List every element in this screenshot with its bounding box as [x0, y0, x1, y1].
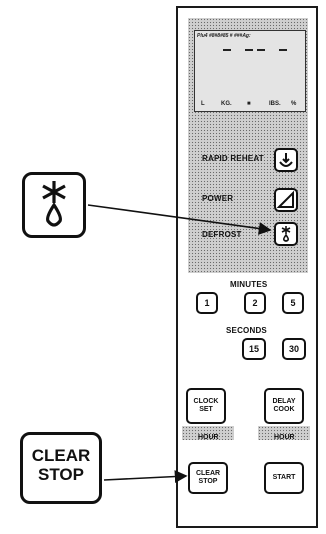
- seconds-30-button[interactable]: 30: [282, 338, 306, 360]
- snowflake-drop-icon: [42, 181, 66, 227]
- minute-1-button[interactable]: 1: [196, 292, 218, 314]
- power-button[interactable]: [274, 188, 298, 212]
- defrost-label: DEFROST: [202, 230, 242, 239]
- defrost-button[interactable]: [274, 222, 298, 246]
- snowflake-drop-icon: [281, 226, 291, 242]
- clear-callout-line1: CLEAR: [31, 446, 91, 465]
- rapid-reheat-label: RAPID REHEAT: [202, 154, 264, 163]
- clock-set-label-line1: CLOCK: [193, 398, 219, 405]
- indicator-lbs: IBS.: [269, 101, 281, 107]
- defrost-arrow: [87, 204, 272, 235]
- indicator-percent: %: [291, 101, 297, 107]
- clear-stop-label-line1: CLEAR: [195, 470, 221, 477]
- delay-cook-label-line1: DELAY: [272, 398, 296, 405]
- display-label: Plu4 #8#8#85 # ###Ag:: [197, 33, 251, 39]
- indicator-kg: KG.: [221, 101, 232, 107]
- reheat-icon: [279, 153, 293, 167]
- delay-cook-label-line2: COOK: [273, 406, 295, 413]
- hour-label-left: HOUR: [198, 434, 219, 441]
- hour-bar-right: [258, 426, 310, 440]
- minute-2-button[interactable]: 2: [244, 292, 266, 314]
- minute-5-button[interactable]: 5: [282, 292, 304, 314]
- hour-label-right: HOUR: [274, 434, 295, 441]
- defrost-callout: [22, 172, 86, 238]
- display-segment: [279, 49, 287, 51]
- display-segment: [257, 49, 265, 51]
- clear-stop-label-line2: STOP: [198, 478, 218, 485]
- delay-cook-button[interactable]: DELAY COOK: [264, 388, 304, 424]
- indicator-l: L: [201, 101, 205, 107]
- rapid-reheat-button[interactable]: [274, 148, 298, 172]
- seconds-15-button[interactable]: 15: [242, 338, 266, 360]
- minutes-label: MINUTES: [230, 280, 268, 289]
- lcd-display: Plu4 #8#8#85 # ###Ag: L KG. ■ IBS. %: [194, 30, 306, 112]
- power-ramp-icon: [276, 190, 294, 208]
- clear-stop-callout: [20, 432, 102, 504]
- clock-set-button[interactable]: CLOCK SET: [186, 388, 226, 424]
- clock-set-label-line2: SET: [199, 406, 213, 413]
- display-segment: [245, 49, 253, 51]
- clear-callout-line2: STOP: [38, 465, 84, 484]
- start-button[interactable]: START: [264, 462, 304, 494]
- hour-bar-left: [182, 426, 234, 440]
- seconds-label: SECONDS: [226, 326, 267, 335]
- clear-stop-callout-text: CLEAR STOP: [20, 446, 102, 484]
- power-label: POWER: [202, 194, 234, 203]
- display-segment: [223, 49, 231, 51]
- clear-stop-button[interactable]: CLEAR STOP: [188, 462, 228, 494]
- clear-stop-arrow: [103, 470, 188, 483]
- indicator-dot: ■: [247, 101, 251, 107]
- control-panel: Plu4 #8#8#85 # ###Ag: L KG. ■ IBS. % RAP…: [176, 6, 318, 528]
